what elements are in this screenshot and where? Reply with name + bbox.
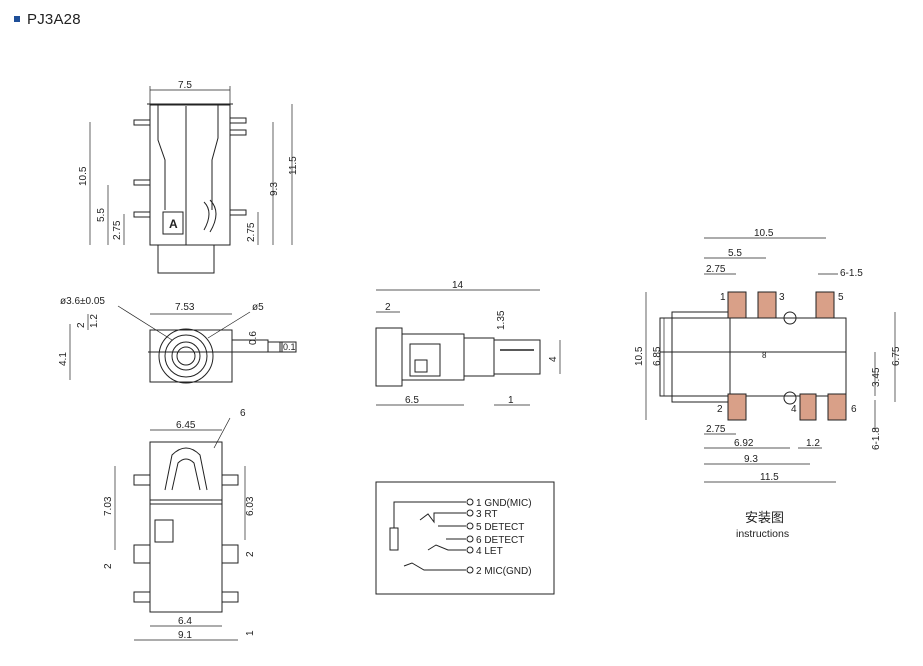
dim-front-d1: 2 — [76, 322, 87, 328]
dim-fp-w2: 5.5 — [728, 248, 742, 259]
side-view: 14 2 1.35 4 6.5 1 — [375, 280, 561, 406]
dim-fp-h2: 6.85 — [652, 346, 663, 366]
dim-front-d3: 4.1 — [58, 352, 69, 366]
dim-side-len: 14 — [452, 280, 464, 291]
dim-top-h5b: 2.75 — [246, 222, 257, 242]
dim-bottom-h1: 7.03 — [103, 496, 114, 516]
dim-fp-h5: 6-1.8 — [871, 427, 882, 450]
dim-bottom-w2: 6 — [240, 408, 246, 419]
pad-label-4: 4 — [791, 404, 797, 415]
dim-fp-b2: 6.92 — [734, 438, 754, 449]
pin-schematic: 1 GND(MIC) 3 RT 5 DETECT 6 DETECT 4 LET … — [375, 481, 555, 595]
dim-side-d3: 6.5 — [405, 395, 419, 406]
caption-en: instructions — [736, 528, 789, 540]
pad-label-1: 1 — [720, 292, 726, 303]
dim-fp-w3: 2.75 — [706, 264, 726, 275]
dim-top-h5a: 2.75 — [112, 220, 123, 240]
page-title: PJ3A28 — [14, 11, 81, 28]
dim-top-h3: 9.3 — [269, 182, 280, 196]
dim-bottom-w1: 6.45 — [176, 420, 196, 431]
dim-front-d2: 1.2 — [89, 314, 100, 328]
dim-front-d5: 0.1 — [283, 342, 296, 352]
pad-label-6: 6 — [851, 404, 857, 415]
dim-fp-b1: 2.75 — [706, 424, 726, 435]
dim-fp-b3: 1.2 — [806, 438, 820, 449]
pad-label-3: 3 — [779, 292, 785, 303]
dim-fp-h4: 3.45 — [871, 367, 882, 387]
dim-bottom-w3: 6.4 — [178, 616, 192, 627]
dim-fp-w1: 10.5 — [754, 228, 774, 239]
pin-label-5: 5 DETECT — [476, 522, 524, 533]
dim-fp-c: 8 — [762, 351, 767, 360]
dim-bottom-w4: 9.1 — [178, 630, 192, 641]
dim-bottom-s3: 1 — [245, 630, 256, 636]
dim-bottom-h2: 6.03 — [245, 496, 256, 516]
dim-fp-h1: 10.5 — [634, 346, 645, 366]
dim-fp-w4: 6-1.5 — [840, 268, 863, 279]
dim-fp-h3: 6.75 — [891, 346, 902, 366]
pin-label-3: 3 RT — [476, 509, 498, 520]
dim-bottom-s1: 2 — [245, 551, 256, 557]
dim-bottom-s2: 2 — [103, 563, 114, 569]
pin-label-4: 4 LET — [476, 546, 503, 557]
pin-label-2: 2 MIC(GND) — [476, 566, 532, 577]
top-view: 7.5 11.5 10.5 9.3 5.5 2.75 2.75 A — [78, 80, 299, 274]
caption-cn: 安装图 — [745, 510, 784, 525]
dim-side-h: 4 — [548, 356, 559, 362]
pad-label-5: 5 — [838, 292, 844, 303]
pad-label-2: 2 — [717, 404, 723, 415]
pin-label-1: 1 GND(MIC) — [476, 498, 532, 509]
dim-front-w: 7.53 — [175, 302, 195, 313]
dim-fp-b4: 9.3 — [744, 454, 758, 465]
pin-label-6: 6 DETECT — [476, 535, 524, 546]
dim-front-dia-tol: ø3.6±0.05 — [60, 296, 105, 307]
dim-fp-b5: 11.5 — [760, 472, 779, 483]
dim-front-dia-outer: ø5 — [252, 302, 264, 313]
front-view: 7.53 ø3.6±0.05 ø5 4.1 2 1.2 0.6 0.1 — [58, 296, 297, 384]
dim-top-h1: 11.5 — [288, 156, 299, 175]
dim-top-h2: 10.5 — [78, 166, 89, 186]
pcb-footprint: 8 1 3 5 2 4 6 10.5 5.5 2.75 6-1.5 10.5 6… — [634, 228, 902, 540]
mark-letter: A — [169, 217, 178, 231]
bottom-view: 6.45 6 7.03 6.03 2 2 6.4 9.1 1 — [103, 408, 256, 641]
bullet-square-icon — [14, 16, 20, 22]
dim-top-width: 7.5 — [178, 80, 192, 91]
dim-top-h4: 5.5 — [96, 208, 107, 222]
part-number: PJ3A28 — [27, 11, 81, 28]
dim-side-d2: 1.35 — [496, 310, 507, 330]
dim-front-d4: 0.6 — [248, 331, 259, 345]
dim-side-d4: 1 — [508, 395, 514, 406]
dim-side-d1: 2 — [385, 302, 391, 313]
